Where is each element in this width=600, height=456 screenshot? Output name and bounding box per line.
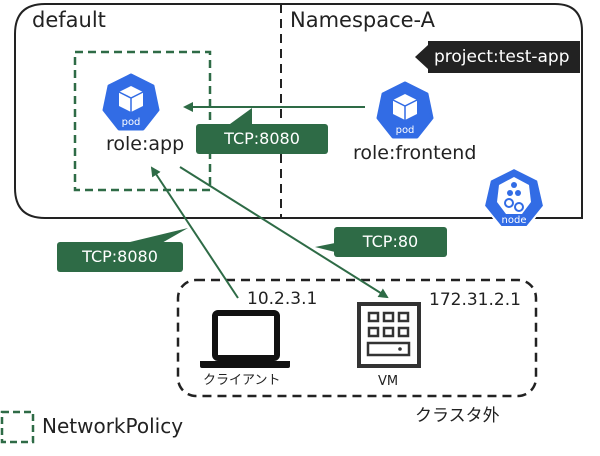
client-ip: 10.2.3.1 [247, 289, 318, 309]
pod-app-label: role:app [106, 133, 185, 155]
callout-tail-2 [130, 228, 188, 244]
vm-label: VM [378, 374, 399, 389]
network-policy-box [73, 50, 212, 192]
laptop-icon [200, 310, 290, 368]
tag-pointer [415, 45, 428, 69]
vm-icon [357, 302, 421, 368]
namespace-default-label: default [32, 8, 106, 32]
connection-label: TCP:8080 [57, 242, 183, 272]
connection-label: TCP:80 [334, 227, 447, 257]
connection-client-to-app [150, 166, 239, 299]
external-group-label: クラスタ外 [415, 406, 500, 426]
namespace-a-label: Namespace-A [290, 8, 436, 32]
svg-text:pod: pod [122, 117, 141, 128]
svg-text:node: node [502, 215, 527, 226]
cluster-boundary [14, 3, 583, 219]
pod-icon: pod [376, 81, 434, 139]
legend-label: NetworkPolicy [42, 414, 184, 438]
namespace-tag: project:test-app [428, 41, 580, 73]
legend-network-policy-swatch [0, 410, 35, 444]
connection-label: TCP:8080 [196, 124, 328, 154]
client-label: クライアント [203, 373, 281, 388]
connection-app-to-vm [179, 166, 389, 299]
node-icon: node [483, 167, 545, 228]
external-group-box [176, 278, 538, 398]
pod-frontend-label: role:frontend [353, 142, 477, 164]
callout-tail-3 [315, 243, 335, 252]
svg-text:pod: pod [396, 125, 415, 136]
pod-icon: pod [102, 73, 160, 131]
callout-tail-1 [230, 108, 252, 126]
vm-ip: 172.31.2.1 [429, 290, 521, 310]
